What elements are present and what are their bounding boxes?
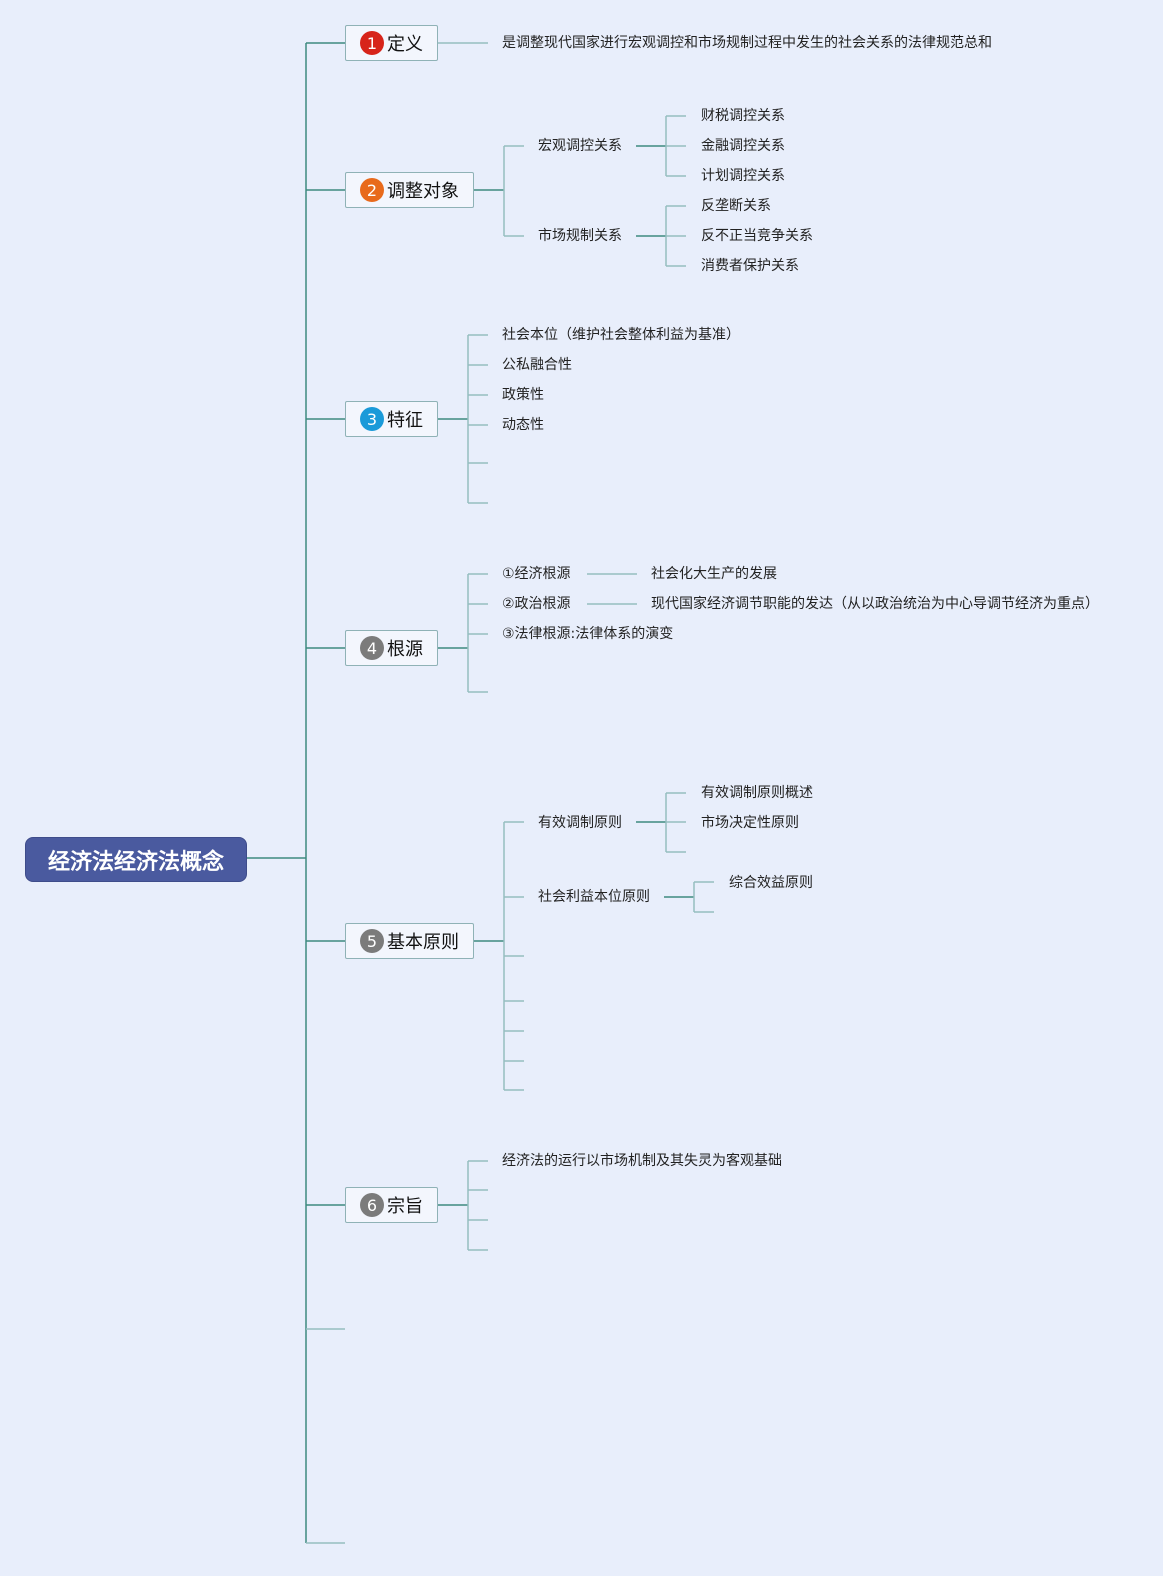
subtopic-market-regulation[interactable]: 市场规制关系 (538, 228, 622, 244)
subtopic-effective-regulation[interactable]: 有效调制原则 (538, 815, 622, 831)
list-item[interactable]: 政策性 (502, 387, 544, 403)
list-item[interactable]: 反垄断关系 (701, 198, 771, 214)
branch-label: 调整对象 (387, 181, 459, 202)
root-label: 经济法经济法概念 (47, 849, 224, 875)
list-item[interactable]: 社会本位（维护社会整体利益为基准） (502, 327, 740, 343)
branch-label: 特征 (387, 410, 423, 431)
branch-adjustment-object[interactable]: 2 调整对象 (345, 172, 474, 208)
list-item[interactable]: 市场决定性原则 (701, 815, 799, 831)
list-item[interactable]: ②政治根源 (502, 596, 571, 612)
branch-origins[interactable]: 4 根源 (345, 630, 438, 666)
number-5-icon: 5 (360, 929, 384, 953)
detail-item[interactable]: 社会化大生产的发展 (651, 566, 777, 582)
list-item[interactable]: 消费者保护关系 (701, 258, 799, 274)
number-2-icon: 2 (360, 178, 384, 202)
list-item[interactable]: 财税调控关系 (701, 108, 785, 124)
number-3-icon: 3 (360, 407, 384, 431)
list-item[interactable]: 有效调制原则概述 (701, 785, 813, 801)
branch-characteristics[interactable]: 3 特征 (345, 401, 438, 437)
branch-label: 基本原则 (387, 932, 459, 953)
list-item[interactable]: 金融调控关系 (701, 138, 785, 154)
subtopic-macro-control[interactable]: 宏观调控关系 (538, 138, 622, 154)
list-item[interactable]: 经济法的运行以市场机制及其失灵为客观基础 (502, 1153, 782, 1169)
list-item[interactable]: ①经济根源 (502, 566, 571, 582)
number-1-icon: 1 (360, 31, 384, 55)
list-item[interactable]: 反不正当竞争关系 (701, 228, 813, 244)
branch-definition[interactable]: 1 定义 (345, 25, 438, 61)
definition-text[interactable]: 是调整现代国家进行宏观调控和市场规制过程中发生的社会关系的法律规范总和 (502, 35, 992, 51)
number-4-icon: 4 (360, 636, 384, 660)
branch-label: 定义 (387, 34, 423, 55)
branch-label: 根源 (387, 639, 423, 660)
number-6-icon: 6 (360, 1193, 384, 1217)
list-item[interactable]: ③法律根源:法律体系的演变 (502, 626, 674, 642)
detail-item[interactable]: 现代国家经济调节职能的发达（从以政治统治为中心导调节经济为重点） (651, 596, 1099, 612)
list-item[interactable]: 综合效益原则 (729, 875, 813, 891)
list-item[interactable]: 公私融合性 (502, 357, 572, 373)
branch-basic-principles[interactable]: 5 基本原则 (345, 923, 474, 959)
list-item[interactable]: 动态性 (502, 417, 544, 433)
branch-label: 宗旨 (387, 1196, 423, 1217)
subtopic-social-interest[interactable]: 社会利益本位原则 (538, 889, 650, 905)
root-topic[interactable]: 经济法经济法概念 (25, 837, 247, 882)
list-item[interactable]: 计划调控关系 (701, 168, 785, 184)
branch-purpose[interactable]: 6 宗旨 (345, 1187, 438, 1223)
